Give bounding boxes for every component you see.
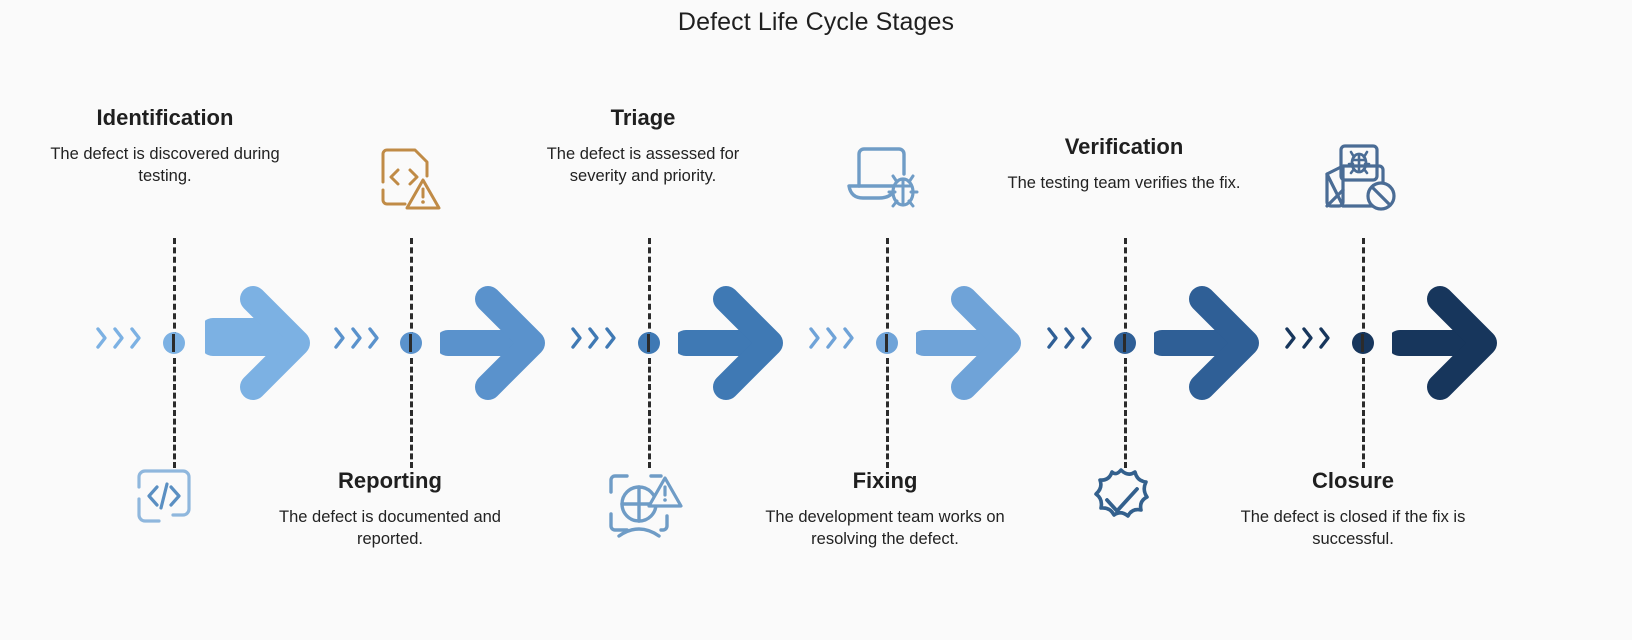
stage-desc-2: The defect is documented and reported. — [279, 507, 501, 549]
node-dot-2 — [400, 332, 422, 354]
chevrons-1 — [95, 325, 142, 351]
stage-arrow-1 — [200, 283, 315, 408]
stage-arrow-6 — [1387, 283, 1502, 408]
connector-line-5-up — [1124, 238, 1127, 338]
node-dot-4 — [876, 332, 898, 354]
stage-title-1: Identification — [96, 105, 234, 130]
code-brackets-icon — [133, 465, 195, 532]
stage-text-6: Closure The defect is closed if the fix … — [1228, 467, 1478, 551]
badge-check-icon — [1083, 466, 1159, 541]
document-code-warning-icon — [371, 142, 445, 221]
stage-text-4: Fixing The development team works on res… — [760, 467, 1010, 551]
connector-line-3-down — [648, 358, 651, 468]
connector-line-3-up — [648, 238, 651, 338]
connector-line-5-down — [1124, 358, 1127, 468]
stage-desc-6: The defect is closed if the fix is succe… — [1240, 507, 1466, 549]
stage-desc-1: The defect is discovered during testing. — [50, 144, 280, 186]
connector-line-2-down — [410, 358, 413, 468]
stage-text-3: Triage The defect is assessed for severi… — [518, 104, 768, 188]
stage-title-5: Verification — [1064, 134, 1184, 159]
stage-text-1: Identification The defect is discovered … — [40, 104, 290, 188]
page-title: Defect Life Cycle Stages — [677, 8, 955, 36]
stage-title-6: Closure — [1312, 468, 1394, 493]
stage-title-2: Reporting — [338, 468, 442, 493]
stage-title-3: Triage — [610, 105, 676, 130]
envelope-bug-blocked-icon — [1313, 140, 1397, 221]
chevrons-6 — [1284, 325, 1331, 351]
connector-line-4-up — [886, 238, 889, 338]
connector-line-1-down — [173, 358, 176, 468]
chevrons-3 — [570, 325, 617, 351]
stage-desc-4: The development team works on resolving … — [765, 507, 1005, 549]
chevrons-5 — [1046, 325, 1093, 351]
node-dot-3 — [638, 332, 660, 354]
laptop-bug-icon — [841, 140, 923, 223]
connector-line-1-up — [173, 238, 176, 338]
connector-line-6-down — [1362, 358, 1365, 468]
connector-line-4-down — [886, 358, 889, 468]
node-dot-5 — [1114, 332, 1136, 354]
stage-title-4: Fixing — [852, 468, 918, 493]
node-dot-1 — [163, 332, 185, 354]
connector-line-6-up — [1362, 238, 1365, 338]
scan-target-warning-icon — [603, 466, 683, 549]
stage-arrow-3 — [673, 283, 788, 408]
stage-desc-3: The defect is assessed for severity and … — [546, 144, 740, 186]
stage-desc-5: The testing team verifies the fix. — [1007, 173, 1241, 192]
stage-arrow-5 — [1149, 283, 1264, 408]
node-dot-6 — [1352, 332, 1374, 354]
connector-line-2-up — [410, 238, 413, 338]
stage-arrow-4 — [911, 283, 1026, 408]
stage-text-5: Verification The testing team verifies t… — [999, 133, 1249, 194]
chevrons-4 — [808, 325, 855, 351]
stage-arrow-2 — [435, 283, 550, 408]
chevrons-2 — [333, 325, 380, 351]
stage-text-2: Reporting The defect is documented and r… — [265, 467, 515, 551]
